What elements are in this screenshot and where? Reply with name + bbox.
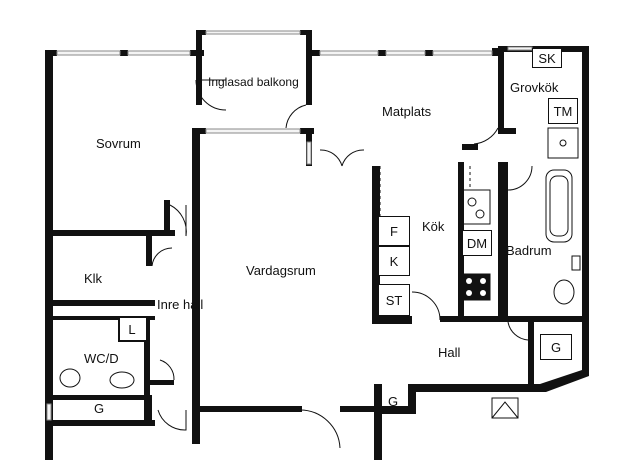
room-label-inglasad-balkong: Inglasad balkong [208,75,299,89]
room-label-badrum: Badrum [506,243,552,258]
fixture-dm: DM [462,230,492,256]
kitchen-sink-icon [461,189,491,225]
fixture-f: F [378,216,410,246]
windows [46,30,533,421]
sink-icon [547,127,579,159]
entrance-mat-icon [491,397,519,419]
door-swings [151,79,533,449]
room-label-inre-hall: Inre hall [157,297,204,312]
stove-icon [461,273,491,301]
room-label-sovrum: Sovrum [96,136,141,151]
room-label-vardagsrum: Vardagsrum [246,263,316,278]
fixture-tm: TM [548,98,578,124]
wc-sink-icon [109,371,135,389]
room-label-grovkok: Grovkök [510,80,559,95]
fixture-g-hall-right: G [540,334,572,360]
wc-toilet-icon [59,368,81,388]
fixtures-drawn [59,127,581,419]
room-label-wcd: WC/D [84,351,119,366]
fixture-g-wc: G [93,400,105,416]
room-label-kok: Kök [422,219,445,234]
stove-burners [466,278,486,296]
fixture-l: L [128,321,136,337]
room-label-hall: Hall [438,345,461,360]
walls [45,30,589,460]
toilet-icon [553,279,575,305]
fixture-st: ST [378,284,410,316]
fixture-g-hall-bottom: G [387,393,399,409]
room-label-matplats: Matplats [382,104,432,119]
room-label-klk: Klk [84,271,103,286]
fixture-sk: SK [532,48,562,68]
bathtub-icon [545,169,573,243]
fixture-k: K [378,246,410,276]
